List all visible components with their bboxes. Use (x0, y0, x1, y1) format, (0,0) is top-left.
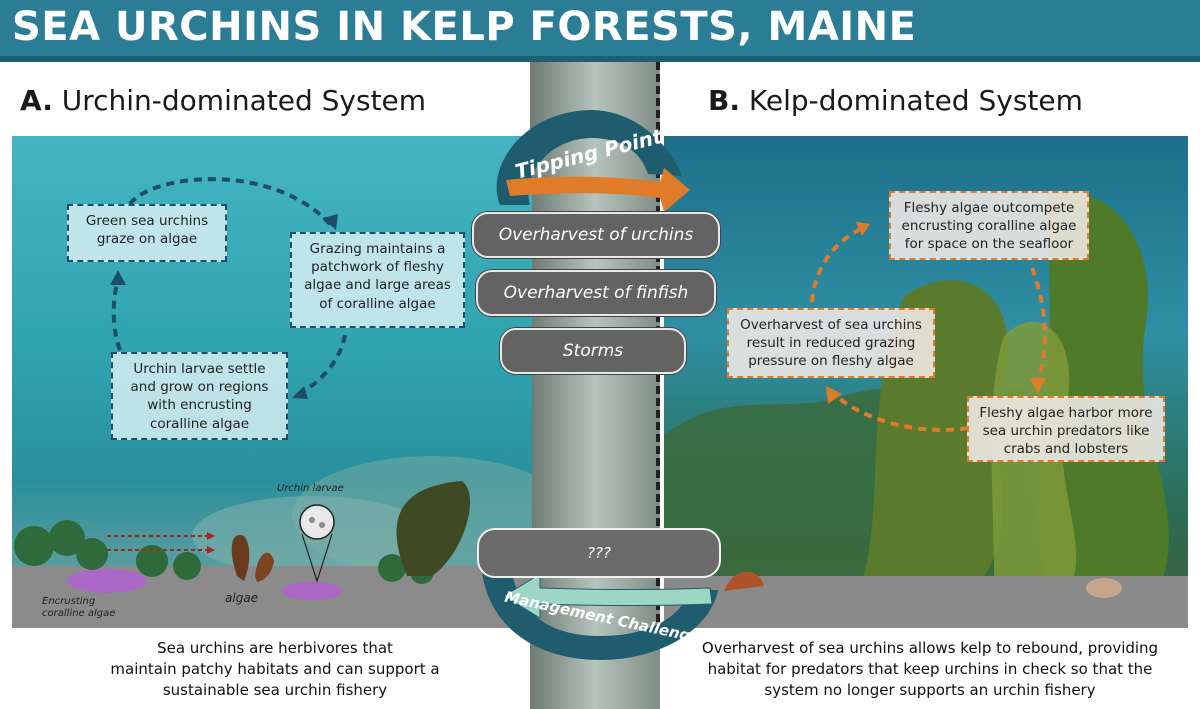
driver-storms: Storms (500, 328, 686, 374)
kelp-cycle-box-1: Fleshy algae outcompete encrusting coral… (889, 191, 1089, 260)
caption-b-line-1: Overharvest of sea urchins allows kelp t… (701, 639, 1159, 657)
encrusting-label-1: Encrusting (42, 596, 96, 607)
driver-overharvest-finfish: Overharvest of finfish (476, 270, 716, 316)
urchin-cycle-box-1: Green sea urchins graze on algae (67, 204, 227, 262)
encrusting-label-2: coralline algae (42, 608, 116, 619)
kelp-cycle-box-2: Fleshy algae harbor more sea urchin pred… (967, 396, 1165, 462)
urchin-cycle-box-2: Grazing maintains a patchwork of fleshy … (290, 232, 465, 328)
section-a-letter: A. (20, 84, 53, 117)
caption-b-line-3: system no longer supports an urchin fish… (764, 681, 1096, 699)
section-b-letter: B. (708, 84, 740, 117)
caption-a-line-3: sustainable sea urchin fishery (162, 681, 388, 699)
header-bar: SEA URCHINS IN KELP FORESTS, MAINE (0, 0, 1200, 56)
page-title: SEA URCHINS IN KELP FORESTS, MAINE (12, 4, 917, 50)
caption-a-line-2: maintain patchy habitats and can support… (110, 660, 440, 678)
caption-a-line-1: Sea urchins are herbivores that (157, 639, 393, 657)
caption-b-line-2: habitat for predators that keep urchins … (707, 660, 1153, 678)
section-b-label: Kelp-dominated System (748, 84, 1083, 117)
caption-b: Overharvest of sea urchins allows kelp t… (680, 638, 1180, 701)
section-a-label: Urchin-dominated System (61, 84, 427, 117)
urchin-scene (12, 456, 532, 628)
kelp-cycle-box-3: Overharvest of sea urchins result in red… (727, 308, 935, 378)
section-a-title: A. Urchin-dominated System (20, 84, 426, 117)
driver-overharvest-urchins: Overharvest of urchins (472, 212, 720, 258)
management-unknown: ??? (477, 528, 721, 578)
header-stripe (0, 56, 1200, 62)
caption-a: Sea urchins are herbivores that maintain… (40, 638, 510, 701)
urchin-larvae-label: Urchin larvae (277, 483, 344, 494)
section-b-title: B. Kelp-dominated System (708, 84, 1083, 117)
urchin-cycle-box-3: Urchin larvae settle and grow on regions… (111, 352, 288, 440)
algae-label: algae (225, 591, 259, 605)
